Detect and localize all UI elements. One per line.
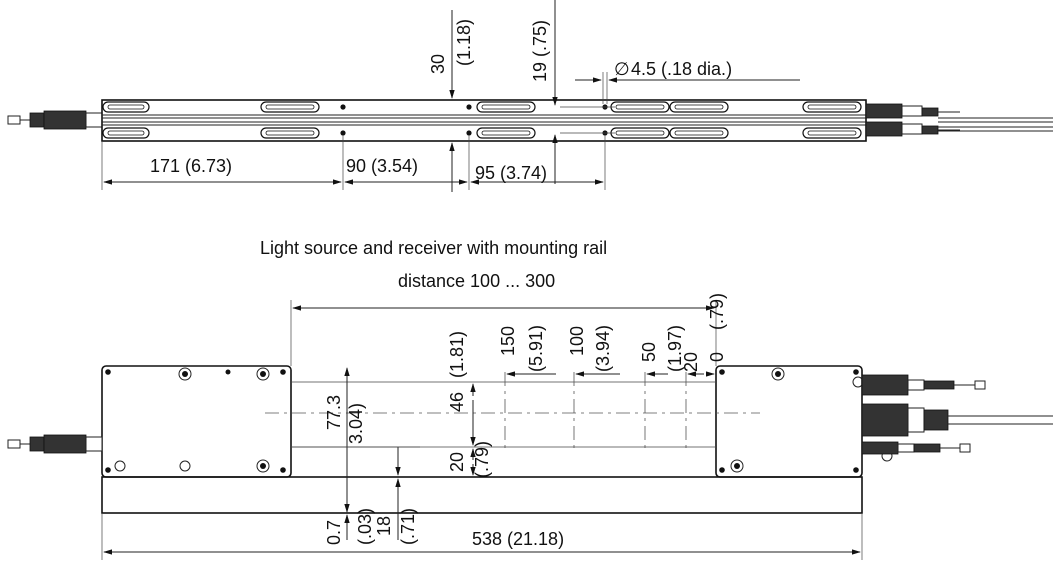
dim-95: 95 (3.74) (475, 163, 547, 183)
side-view: Light source and receiver with mounting … (7, 238, 1053, 560)
pos-20: 20 (681, 352, 701, 372)
light-source-housing (101, 365, 292, 478)
total-length-dimension: 538 (21.18) (101, 513, 863, 560)
dim-30: 30 (428, 54, 448, 74)
base-dimensions: 0.7 (.03) 18 (.71) (291, 446, 420, 545)
mounting-rail-top (101, 99, 867, 142)
pos-079: (.79) (707, 293, 727, 330)
pos-197: (1.97) (665, 325, 685, 372)
pos-394: (3.94) (593, 325, 613, 372)
hole-diameter-callout: ∅ 4.5 (.18 dia.) (575, 59, 800, 104)
diameter-symbol: ∅ (614, 59, 630, 79)
top-view: 171 (6.73) 90 (3.54) 95 (3.74) 30 (1.18)… (7, 0, 1053, 192)
left-cable-connector-top (7, 110, 103, 130)
dim-19: 19 (.75) (530, 20, 550, 82)
dim-90: 90 (3.54) (346, 156, 418, 176)
dim-079b: (.79) (472, 441, 492, 478)
pos-0: 0 (707, 352, 727, 362)
distance-label: distance 100 ... 300 (398, 271, 555, 291)
height-dimensions: 46 (1.81) 20 (.79) (447, 331, 492, 478)
dim-003: (.03) (355, 508, 375, 545)
mounting-holes (340, 104, 608, 136)
dim-07: 0.7 (324, 520, 344, 545)
dim-20b: 20 (447, 452, 467, 472)
mounting-rail-side (101, 476, 863, 514)
pos-50: 50 (639, 342, 659, 362)
right-cable-connectors-side (861, 374, 1053, 455)
dim-071: (.71) (398, 508, 418, 545)
position-labels: 150 (5.91) 100 (3.94) 50 (1.97) 20 (.79)… (498, 293, 727, 377)
dim-171: 171 (6.73) (150, 156, 232, 176)
pos-100: 100 (567, 326, 587, 356)
dim-181: (1.81) (447, 331, 467, 378)
top-vertical-dimensions: 30 (1.18) 19 (.75) (428, 0, 615, 192)
dim-total: 538 (21.18) (472, 529, 564, 549)
dim-46: 46 (447, 392, 467, 412)
dim-118: (1.18) (454, 19, 474, 66)
dim-773: 77.3 (324, 395, 344, 430)
pos-150: 150 (498, 326, 518, 356)
dim-304: 3.04) (346, 403, 366, 444)
pos-591: (5.91) (526, 325, 546, 372)
top-horizontal-dimensions: 171 (6.73) 90 (3.54) 95 (3.74) (101, 136, 606, 190)
mounting-slots (102, 101, 862, 139)
side-view-caption: Light source and receiver with mounting … (260, 238, 607, 258)
left-cable-connector-side (7, 434, 103, 454)
dim-18: 18 (374, 516, 394, 536)
dim-hole: 4.5 (.18 dia.) (631, 59, 732, 79)
right-cable-connectors-top (865, 103, 1053, 137)
overall-height-dimension: 77.3 3.04) (324, 367, 366, 513)
